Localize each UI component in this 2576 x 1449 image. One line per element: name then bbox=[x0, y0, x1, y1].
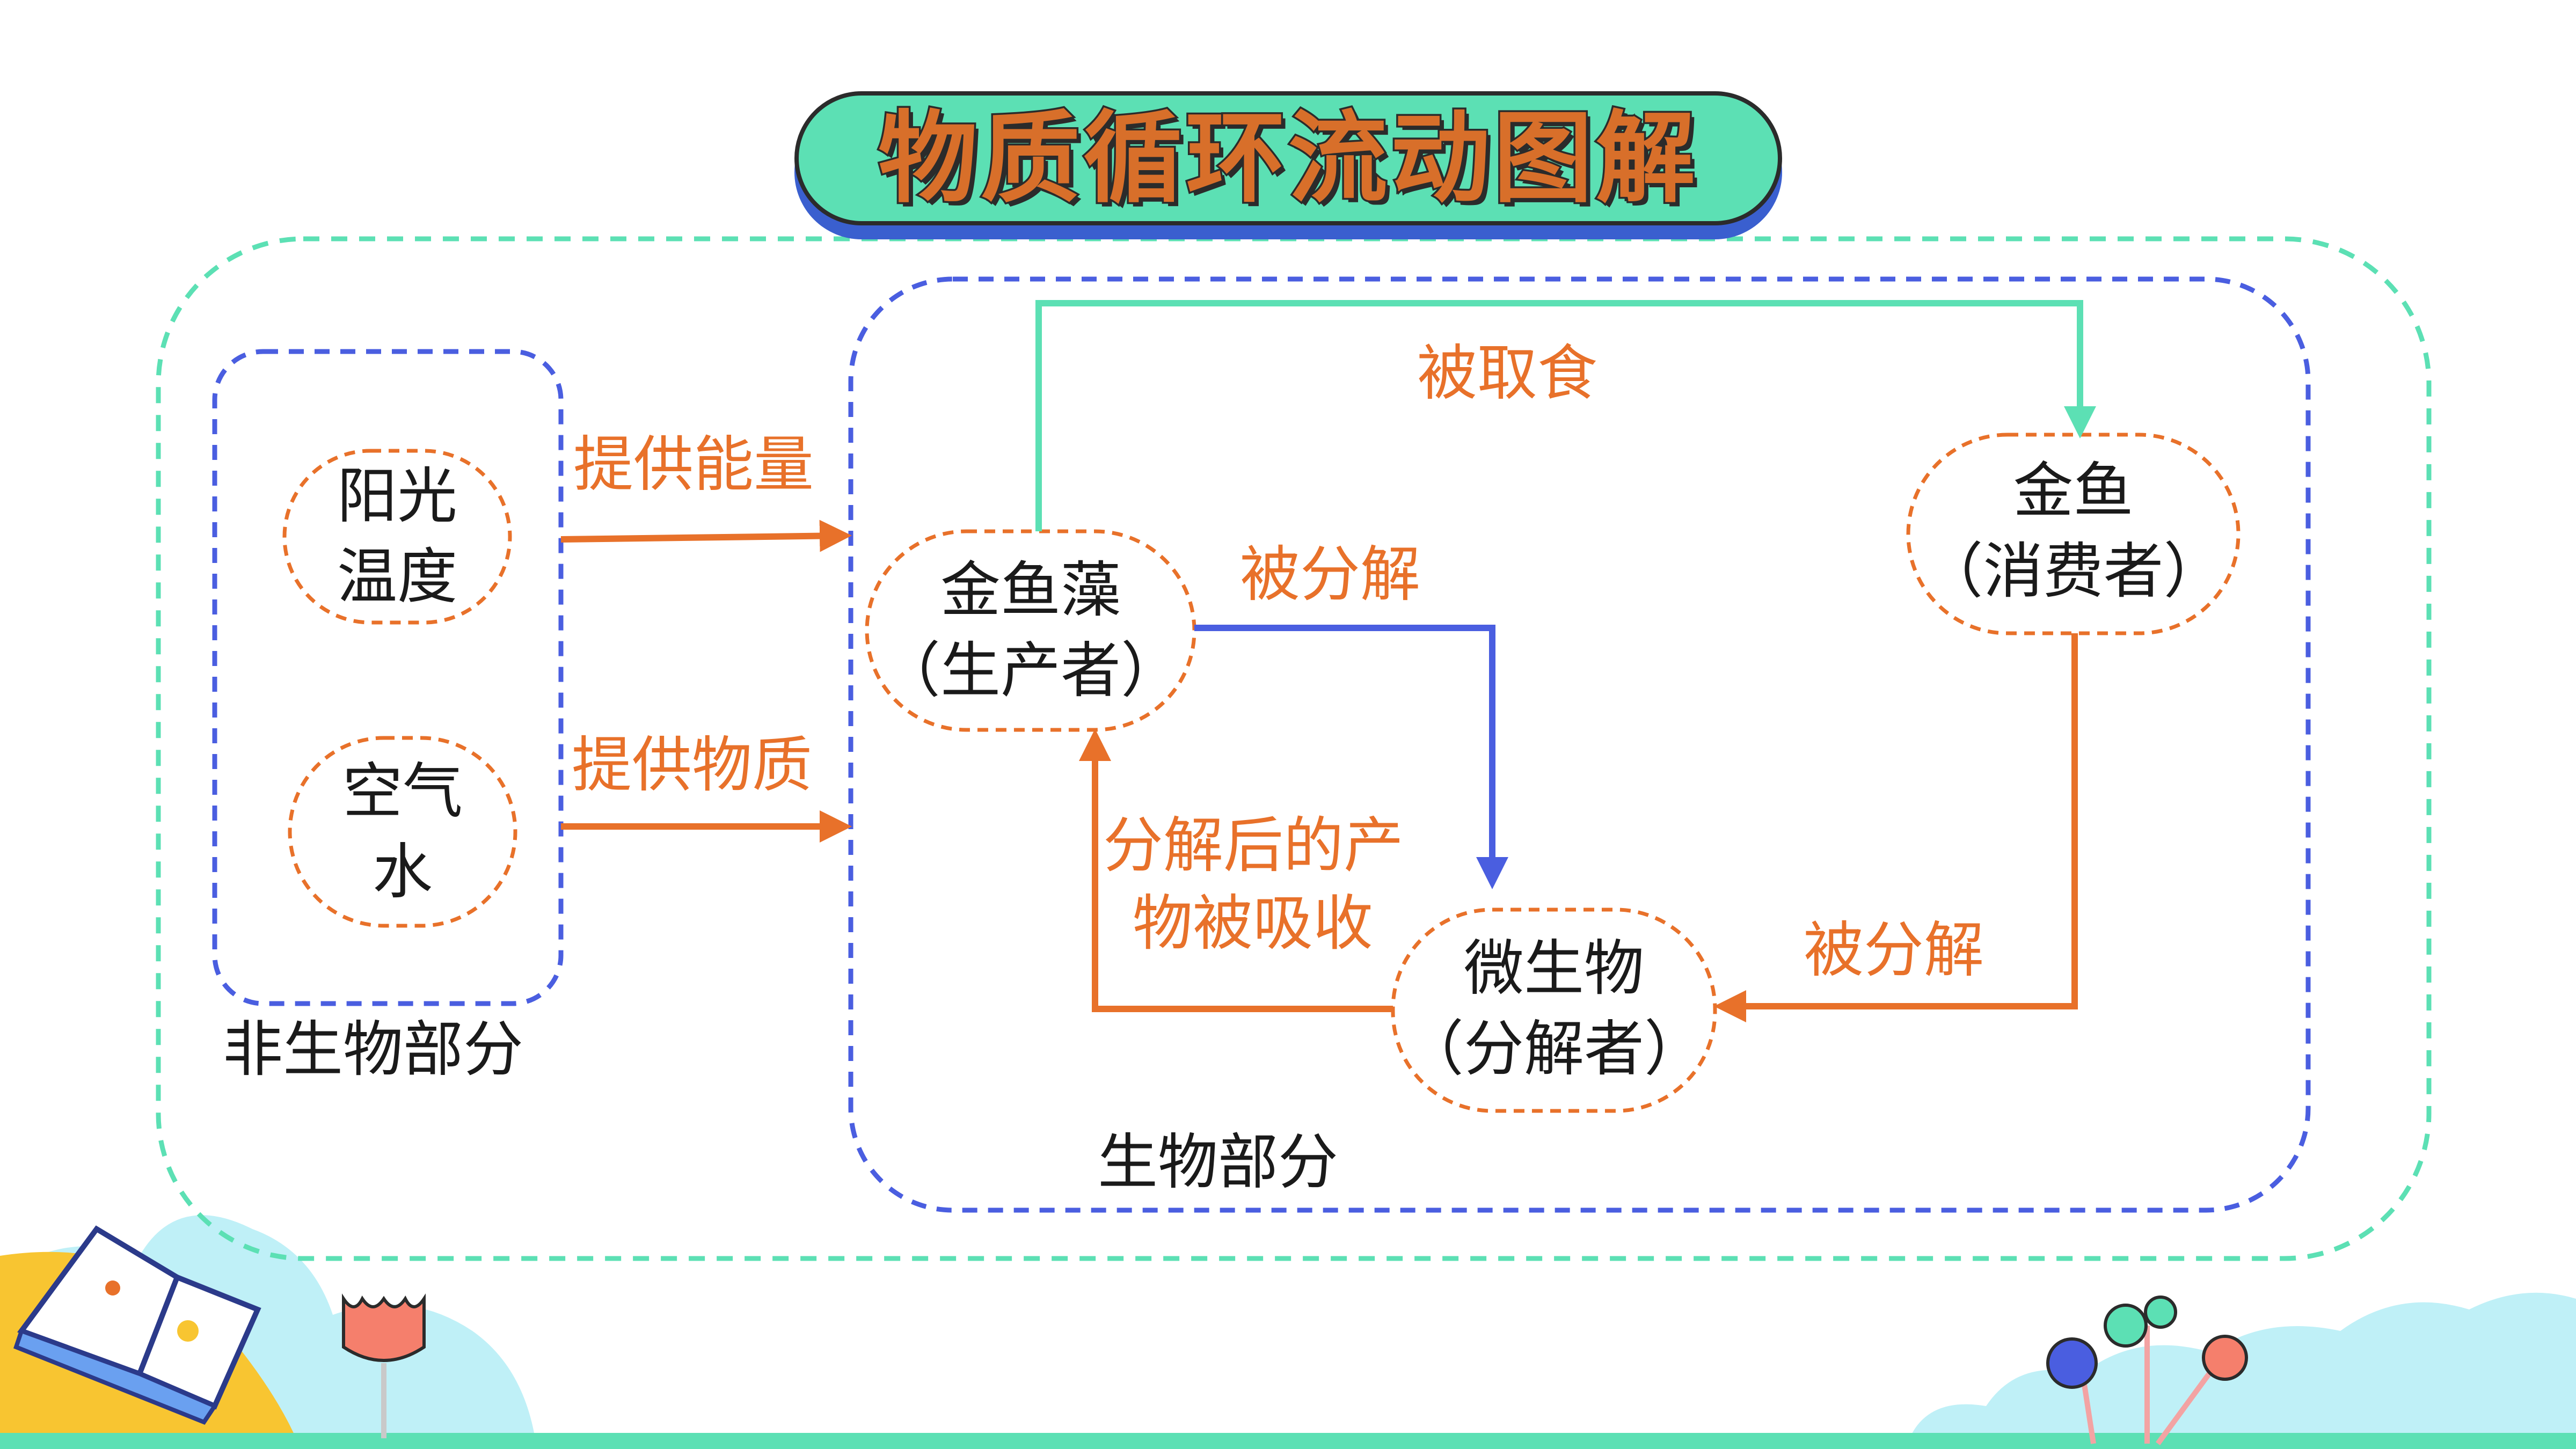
edge-label-provide-energy: 提供能量 bbox=[573, 430, 814, 500]
arrow-producer-decomposed bbox=[1194, 625, 1508, 889]
node-sunlight: 阳光 温度 bbox=[284, 456, 510, 617]
abiotic-group-label: 非生物部分 bbox=[223, 1015, 523, 1085]
bottom-scenery bbox=[0, 1215, 2576, 1449]
node-consumer-line1: 金鱼 bbox=[2013, 456, 2134, 526]
ecosystem-boundary bbox=[156, 236, 2432, 1261]
node-producer: 金鱼藻 （生产者） bbox=[867, 550, 1194, 711]
edge-label-producer-decomposed: 被分解 bbox=[1240, 540, 1420, 610]
biotic-group-label: 生物部分 bbox=[1098, 1128, 1338, 1197]
node-sunlight-line2: 温度 bbox=[337, 542, 457, 612]
node-air-water-line2: 水 bbox=[373, 837, 433, 907]
node-air-water-outline bbox=[288, 736, 517, 928]
flower-icon bbox=[342, 1293, 426, 1438]
arrow-provide-energy bbox=[560, 519, 852, 552]
node-producer-line1: 金鱼藻 bbox=[940, 555, 1121, 625]
edge-label-consumer-decomposed: 被分解 bbox=[1804, 916, 1984, 985]
node-producer-outline bbox=[865, 529, 1196, 732]
node-consumer: 金鱼 （消费者） bbox=[1908, 451, 2238, 612]
node-consumer-outline bbox=[1906, 433, 2241, 635]
edge-label-provide-matter: 提供物质 bbox=[572, 730, 812, 800]
abiotic-group-box bbox=[212, 349, 564, 1006]
node-consumer-line2: （消费者） bbox=[1923, 537, 2224, 606]
edge-label-eaten: 被取食 bbox=[1417, 339, 1597, 408]
node-decomposer: 微生物 （分解者） bbox=[1393, 928, 1715, 1089]
node-sunlight-outline bbox=[282, 449, 512, 625]
arrow-absorbed bbox=[1079, 729, 1393, 1012]
node-decomposer-line1: 微生物 bbox=[1464, 934, 1644, 1004]
arrow-eaten bbox=[1035, 300, 2096, 531]
lollipop-trees-icon bbox=[2046, 1296, 2248, 1445]
edge-label-absorbed-line2: 物被吸收 bbox=[1133, 889, 1373, 958]
open-book-icon bbox=[13, 1225, 261, 1425]
page-title: 物质循环流动图解 bbox=[877, 99, 1698, 218]
edge-label-absorbed-line1: 分解后的产 bbox=[1103, 811, 1404, 881]
node-decomposer-line2: （分解者） bbox=[1404, 1014, 1704, 1084]
node-producer-line2: （生产者） bbox=[880, 636, 1181, 706]
node-sunlight-line1: 阳光 bbox=[337, 462, 457, 531]
biotic-group-box bbox=[848, 276, 2311, 1213]
title-banner bbox=[794, 91, 1782, 225]
arrow-consumer-decomposed bbox=[1714, 633, 2078, 1022]
node-air-water: 空气 水 bbox=[290, 751, 515, 912]
node-air-water-line1: 空气 bbox=[342, 757, 463, 826]
